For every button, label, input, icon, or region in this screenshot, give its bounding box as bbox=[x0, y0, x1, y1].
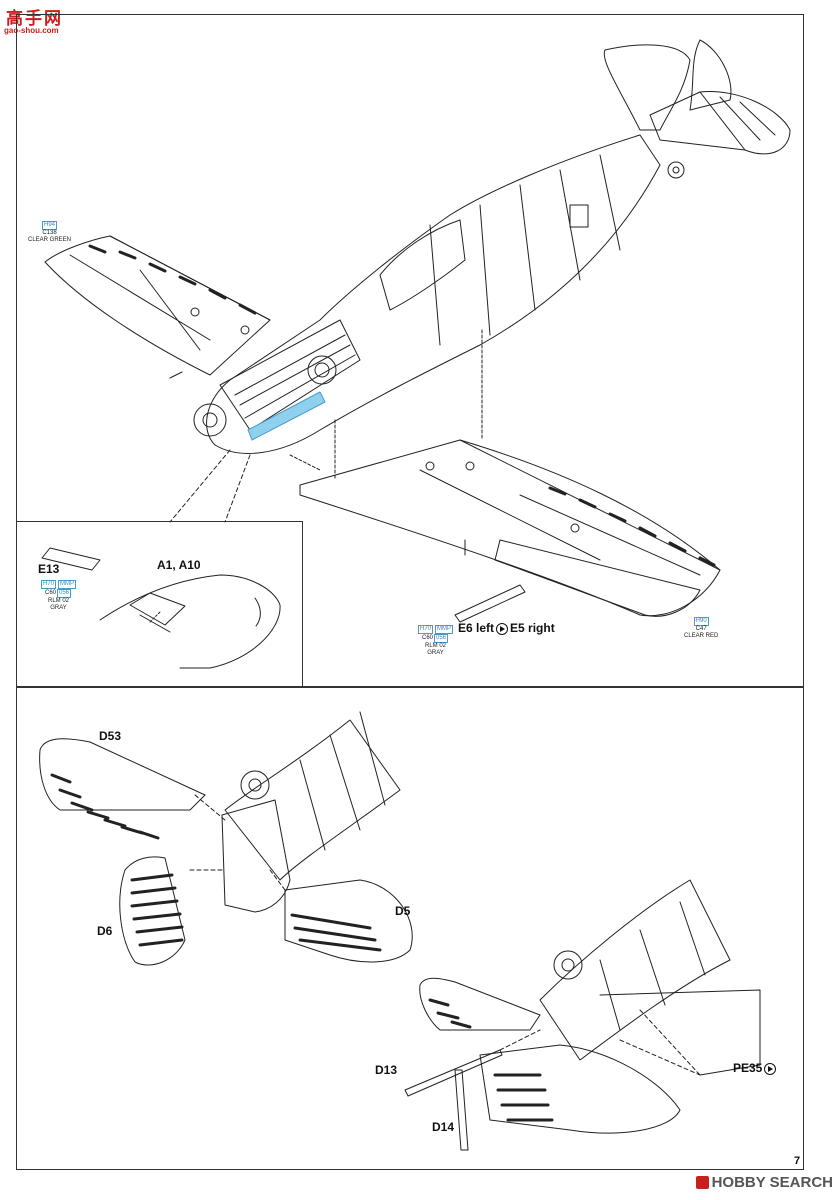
label-d13: D13 bbox=[375, 1063, 398, 1077]
watermark-title: 高手网 bbox=[6, 9, 63, 28]
tail-wheel-b2 bbox=[553, 950, 583, 980]
paint-chip: H70 bbox=[418, 625, 434, 634]
paint-name: GRAY bbox=[427, 650, 444, 656]
tail-wheel-b1 bbox=[240, 770, 270, 800]
paint-chip: MMP bbox=[58, 580, 77, 589]
watermark-subtitle: gao-shou.com bbox=[4, 26, 59, 35]
paint-name: GRAY bbox=[50, 605, 67, 611]
watermark-logo: 高手网 gao-shou.com bbox=[2, 2, 72, 42]
paint-code: C60 bbox=[421, 635, 433, 641]
detail-inset-box bbox=[16, 521, 303, 687]
hobbysearch-logo-icon bbox=[695, 1176, 709, 1189]
engine-gear bbox=[307, 355, 337, 385]
label-pe35-text: PE35 bbox=[733, 1061, 763, 1075]
right-wing bbox=[299, 439, 721, 617]
paint-code: C47 bbox=[695, 626, 707, 632]
paint-chip: H70 bbox=[41, 580, 57, 589]
rudder-d6 bbox=[119, 856, 186, 966]
top-step-frame bbox=[16, 14, 804, 687]
engine-block bbox=[219, 319, 361, 431]
fuselage-hatch bbox=[569, 204, 589, 228]
left-wing bbox=[44, 235, 271, 376]
part-e6-strip bbox=[454, 584, 526, 623]
stabilizer-lower-left bbox=[419, 977, 541, 1031]
tail-wheel bbox=[667, 161, 685, 179]
paint-chip: 056 bbox=[434, 634, 449, 643]
page-number: 7 bbox=[794, 1155, 801, 1167]
label-d53: D53 bbox=[99, 729, 122, 743]
paint-code: C138 bbox=[42, 230, 57, 236]
label-e5-right: E5 right bbox=[510, 621, 555, 635]
rudder-stripes bbox=[689, 39, 732, 111]
label-d6: D6 bbox=[97, 924, 113, 938]
label-a1-a10: A1, A10 bbox=[157, 558, 201, 572]
label-e13: E13 bbox=[38, 562, 60, 576]
horizontal-stabilizer bbox=[649, 91, 791, 155]
paint-name: RLM 02 bbox=[48, 598, 70, 604]
strut-d13 bbox=[404, 1049, 503, 1097]
stabilizer-d5 bbox=[284, 879, 413, 963]
strut-d14 bbox=[454, 1069, 469, 1151]
tail-fin bbox=[603, 44, 691, 131]
part-e13-strip bbox=[41, 547, 101, 571]
spinner-hub bbox=[193, 403, 227, 437]
detail-cowling bbox=[99, 574, 281, 669]
label-d14: D14 bbox=[432, 1120, 455, 1134]
label-d5: D5 bbox=[395, 904, 411, 918]
fuselage bbox=[206, 134, 661, 454]
tail-fuselage-upper bbox=[224, 719, 401, 881]
watermark-hobbysearch: HOBBY SEARCH bbox=[695, 1174, 833, 1191]
paint-code-clear-red: H90 C47 CLEAR RED bbox=[684, 617, 718, 640]
paint-name: CLEAR GREEN bbox=[28, 237, 72, 243]
arrow-circle-icon bbox=[496, 622, 509, 635]
rudder-vertical bbox=[221, 799, 291, 913]
paint-chip: H90 bbox=[693, 617, 709, 626]
highlighted-part bbox=[247, 391, 326, 441]
label-pe35: PE35 bbox=[733, 1061, 778, 1075]
canopy bbox=[379, 219, 466, 311]
stabilizer-d53 bbox=[39, 738, 206, 811]
label-e6-left: E6 left bbox=[458, 621, 495, 635]
pitot-tube bbox=[169, 371, 183, 379]
watermark-bottom-text: HOBBY SEARCH bbox=[711, 1174, 833, 1191]
paint-code: C60 bbox=[44, 590, 56, 596]
paint-code-clear-green: H94 C138 CLEAR GREEN bbox=[28, 221, 71, 244]
bottom-step-frame bbox=[16, 687, 804, 1170]
paint-chip: MMP bbox=[435, 625, 454, 634]
paint-name: CLEAR RED bbox=[684, 633, 719, 639]
wing-lower-flap bbox=[494, 539, 701, 617]
tail-fuselage-lower bbox=[539, 879, 731, 1061]
stabilizer-lower-right bbox=[479, 1044, 681, 1134]
paint-name: RLM 02 bbox=[425, 643, 447, 649]
arrow-circle-icon bbox=[764, 1062, 777, 1075]
paint-chip: 056 bbox=[57, 589, 72, 598]
label-e6-e5: E6 left E5 right bbox=[458, 621, 555, 635]
paint-chip: H94 bbox=[42, 221, 58, 230]
